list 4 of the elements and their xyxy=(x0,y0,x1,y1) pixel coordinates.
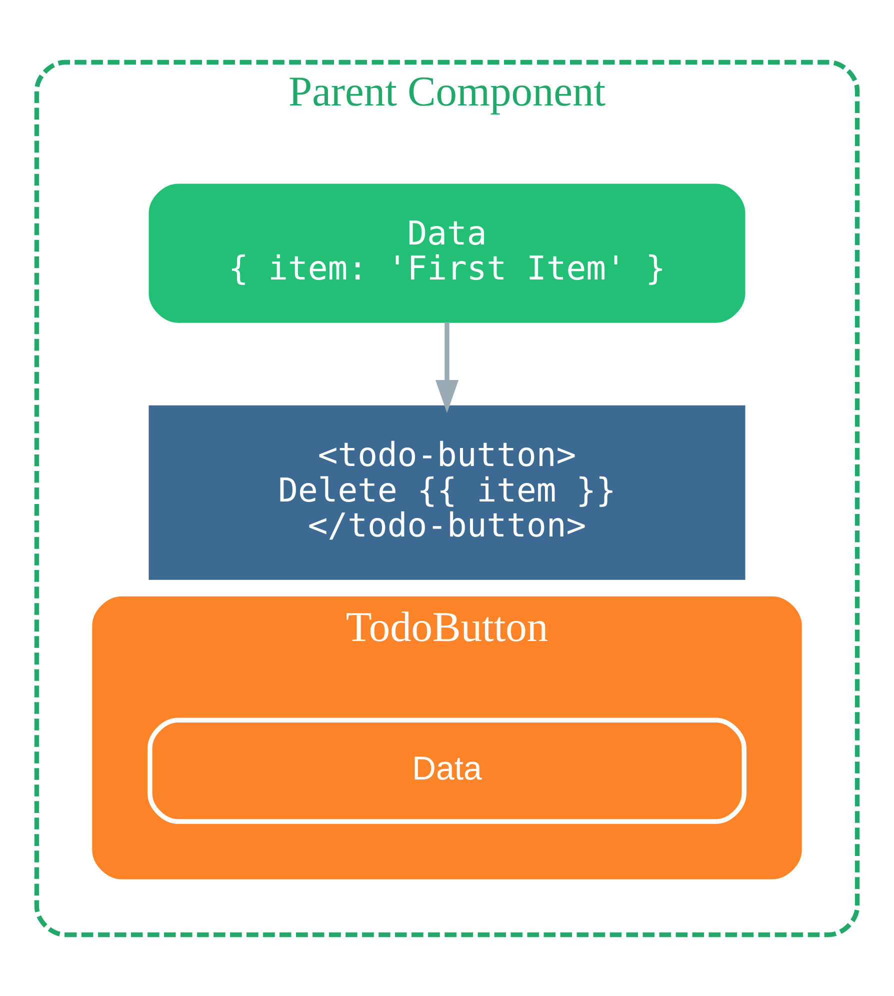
arrow xyxy=(435,322,459,413)
node-box: Data { item: 'First Item' } xyxy=(148,183,746,322)
node-box: <todo-button> Delete {{ item }} </todo-button> xyxy=(148,404,746,580)
node-box: Data xyxy=(148,717,746,824)
